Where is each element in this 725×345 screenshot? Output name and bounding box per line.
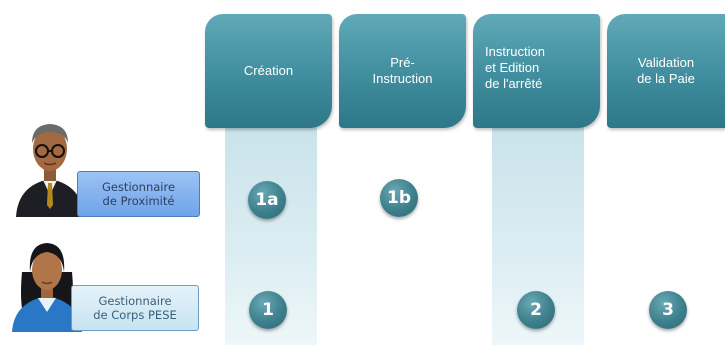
role-label-line1: Gestionnaire [98,294,172,308]
step-badge-1: 1 [249,291,287,329]
phase-header-instruction-edition: Instruction et Edition de l'arrêté [473,14,600,128]
phase-label-line2: de la Paie [637,71,695,86]
phase-header-validation-paie: Validation de la Paie [607,14,725,128]
female-manager-avatar-icon [12,243,82,332]
phase-label-line3: de l'arrêté [485,76,543,91]
phase-header-creation: Création [205,14,332,128]
phase-label-line1: Validation [637,55,695,70]
phase-label-line1: Pré- [390,55,415,70]
role-gestionnaire-corps-pese: Gestionnaire de Corps PESE [71,285,199,331]
role-gestionnaire-proximite: Gestionnaire de Proximité [77,171,200,217]
phase-label-line2: Instruction [372,71,433,86]
step-badge-2: 2 [517,291,555,329]
role-label-line2: de Corps PESE [93,308,177,322]
phase-header-pre-instruction: Pré- Instruction [339,14,466,128]
step-badge-3: 3 [649,291,687,329]
role-label-line1: Gestionnaire [101,180,176,194]
step-badge-1a: 1a [248,181,286,219]
phase-label-line2: et Edition [485,60,540,75]
role-label-line2: de Proximité [102,194,175,208]
phase-label: Création [243,63,294,78]
phase-label-line1: Instruction [485,44,545,59]
male-manager-avatar-icon [16,124,84,217]
step-badge-1b: 1b [380,179,418,217]
